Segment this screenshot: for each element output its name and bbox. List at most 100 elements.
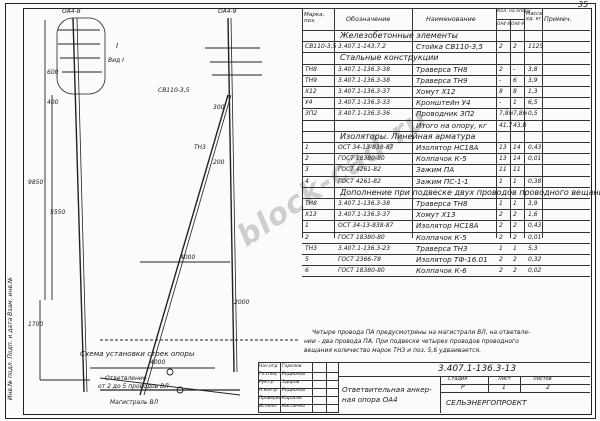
row-designation: 3.407.1-136.3-37	[338, 211, 391, 219]
spec-table: Марка, поз. Обозначение Наименование Кол…	[302, 8, 600, 278]
row-designation: ОСТ 34-13-838-87	[338, 144, 394, 151]
main-line-label: Магистраль ВЛ	[110, 399, 159, 406]
row-designation: ОСТ 34-13-838-87	[338, 222, 394, 230]
row-qty-b: 1	[513, 200, 517, 207]
row-name: Траверса ТН3	[416, 243, 468, 253]
row-designation: ГОСТ 4261-82	[338, 177, 381, 185]
dim-600: 600	[47, 69, 59, 76]
row-designation: 3.407.1-136.3-23	[338, 244, 391, 252]
section-header: Железобетонные элементы	[340, 31, 458, 40]
dim-4000: 4000	[180, 254, 196, 261]
row-name: Итого на опору, кг	[416, 120, 487, 130]
col-mass: Масса ед. кг	[526, 11, 542, 22]
row-mass: 3,9	[528, 76, 538, 84]
row-mark: 1	[305, 144, 309, 151]
sheet-header: Лист	[498, 376, 511, 382]
role: Нач.отд	[259, 364, 278, 369]
row-mark: 2	[305, 155, 309, 163]
row-mass: 0,01	[528, 155, 542, 163]
dim-9850: 9850	[28, 179, 44, 186]
row-qty-b: 2	[513, 267, 517, 275]
row-mark: 6	[305, 267, 309, 275]
row-designation: 3.407.1-136.3-38	[338, 76, 391, 84]
role: Гл.спец	[259, 372, 277, 377]
dim-2000: 2000	[234, 299, 250, 306]
row-mass: 5,3	[528, 244, 538, 252]
row-qty-a: -	[499, 76, 502, 84]
section-label: Вид I	[108, 57, 124, 64]
row-designation: ГОСТ 18380-80	[338, 155, 385, 163]
row-mass: 0,01	[528, 233, 542, 241]
section-mark: I	[116, 41, 119, 50]
row-name: Колпачок К-5	[416, 232, 467, 242]
row-designation: ГОСТ 4261-82	[338, 166, 381, 174]
row-name: Изолятор НС18А	[416, 143, 479, 152]
row-designation: ГОСТ 2366-78	[338, 256, 381, 263]
col-designation: Обозначение	[346, 15, 391, 23]
row-mark: Х12	[305, 88, 317, 95]
scheme-title: Схема установки стоек опоры	[80, 349, 195, 358]
drawing-code: 3.407.1-136.3-13	[438, 364, 517, 374]
row-qty-a: 8	[499, 88, 503, 95]
row-qty-b: 8	[513, 88, 517, 95]
row-qty-b: 2	[513, 233, 517, 241]
section-header: Стальные конструкции	[340, 53, 439, 63]
row-mark: 3	[305, 166, 309, 174]
row-qty-b: 7,8м	[513, 110, 528, 118]
row-name: Хомут Х12	[416, 87, 456, 96]
row-qty-b: 2	[513, 211, 517, 219]
sheet-value: 1	[502, 384, 506, 391]
row-name: Хомут Х13	[416, 210, 456, 220]
row-mark: 1	[305, 222, 309, 230]
col-qty-a: ОА4-8	[497, 21, 511, 26]
organization: СЕЛЬЭНЕРГОПРОЕКТ	[446, 398, 527, 407]
dim-1700: 1700	[28, 321, 44, 328]
row-mass: 0,43	[528, 222, 542, 230]
row-mark: У4	[305, 99, 313, 107]
role: Н.контр	[259, 388, 278, 393]
row-mark: ТН3	[305, 244, 317, 252]
dim-400: 400	[47, 99, 59, 106]
section-header: Дополнение при подвеске двух проводов пр…	[340, 187, 600, 197]
row-mass: 1,6	[528, 211, 538, 219]
stage-header: Стадия	[448, 376, 468, 382]
row-qty-b: 1	[513, 99, 517, 107]
row-designation: 3.407.1-136.3-38	[338, 65, 391, 73]
row-qty-a: 2	[499, 222, 503, 230]
support-right-label: ОА4-9	[218, 8, 237, 15]
row-qty-b: 43,8	[513, 121, 527, 129]
row-mass: 0,02	[528, 267, 542, 275]
row-designation: ГОСТ 18380-80	[338, 233, 385, 241]
row-qty-b: -	[513, 65, 516, 73]
row-qty-a: 13	[499, 155, 507, 163]
role: Проверил	[259, 396, 282, 401]
col-qty: Кол. на опору	[497, 9, 531, 14]
row-name: Кронштейн У4	[416, 98, 471, 108]
row-qty-b: 6	[513, 76, 517, 84]
row-name: Изолятор ТФ-16.01	[416, 255, 488, 264]
row-mark: ТН9	[305, 76, 317, 84]
row-qty-b: 11	[513, 166, 521, 174]
row-qty-a: 2	[499, 211, 503, 219]
col-qty-b: ОА4-9	[511, 21, 525, 26]
row-qty-a: 2	[499, 256, 503, 263]
row-designation: 3.407.1-143.7.2	[338, 43, 386, 51]
row-name: Изолятор НС18А	[416, 221, 479, 231]
dim-200: 200	[213, 159, 225, 166]
row-mass: 1125	[528, 43, 544, 51]
col-name: Наименование	[426, 15, 476, 23]
sheets-value: 2	[546, 384, 550, 391]
row-qty-b: 2	[513, 222, 517, 230]
person-name: Кисличко	[282, 404, 305, 409]
row-qty-b: 1	[513, 244, 517, 252]
row-qty-a: 1	[499, 177, 503, 185]
row-qty-a: 2	[499, 65, 503, 73]
stage-value: Р	[461, 384, 465, 391]
note-line-3: вещания количество марок ТН3 и поз. 5,6 …	[304, 347, 482, 354]
row-designation: 3.407.1-136.3-38	[338, 200, 391, 207]
crossarm-label: ТН3	[194, 144, 206, 151]
row-mark: СВ110-3,5	[305, 43, 337, 51]
row-qty-b: 2	[513, 43, 517, 51]
